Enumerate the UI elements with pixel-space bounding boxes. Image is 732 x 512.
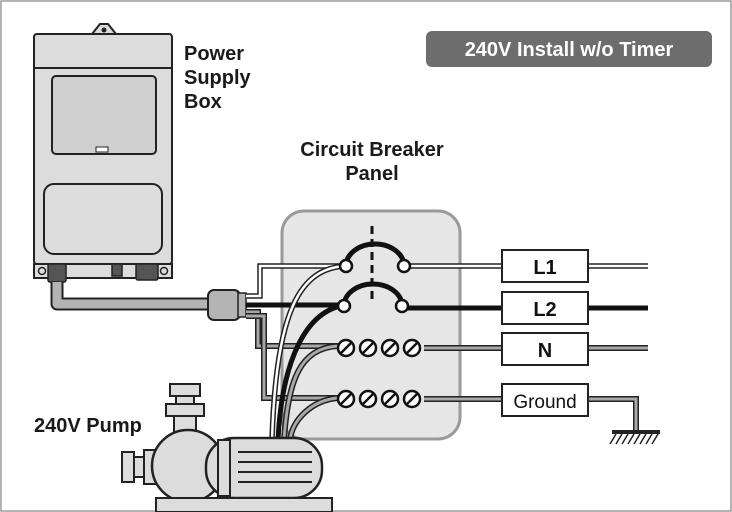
neutral-terminal-block xyxy=(336,338,422,358)
terminal-l1-label: L1 xyxy=(533,257,556,279)
supply-cable xyxy=(50,282,212,311)
badge-background xyxy=(426,31,712,67)
terminal-ground: Ground xyxy=(501,383,589,417)
breaker-l1 xyxy=(338,241,412,274)
pump-wires xyxy=(269,263,347,441)
breaker-panel-label-line-1: Circuit Breaker xyxy=(300,139,444,161)
supply-box-display-window xyxy=(51,75,157,155)
cable-splitter-nose xyxy=(237,292,247,318)
terminal-l2: L2 xyxy=(501,291,589,325)
cable-gland-left xyxy=(47,263,67,283)
ground-terminal-block xyxy=(336,389,422,409)
supply-wires xyxy=(246,263,346,401)
power-supply-label-line-2: Supply xyxy=(184,67,252,89)
base-screw-right xyxy=(159,266,169,276)
cable-gland-right xyxy=(135,263,159,281)
terminal-n: N xyxy=(501,332,589,366)
cable-gland-middle xyxy=(111,263,123,277)
terminal-n-label: N xyxy=(538,340,552,362)
power-supply-box xyxy=(33,23,173,283)
pump-label: 240V Pump xyxy=(34,415,142,437)
terminal-l2-label: L2 xyxy=(533,299,556,321)
supply-box-lower-cover xyxy=(43,183,163,255)
pump-icon xyxy=(121,383,333,512)
terminal-l1: L1 xyxy=(501,249,589,283)
power-supply-label-line-1: Power xyxy=(184,43,244,65)
earth-ground-icon xyxy=(609,430,660,445)
supply-box-indicator xyxy=(95,146,109,153)
mounting-hole xyxy=(101,27,107,33)
cable-splitter xyxy=(207,289,241,321)
badge-text: 240V Install w/o Timer xyxy=(465,39,674,61)
power-supply-label-line-3: Box xyxy=(184,91,222,113)
base-screw-left xyxy=(37,266,47,276)
install-type-badge: 240V Install w/o Timer xyxy=(426,31,712,67)
breaker-panel-label-line-2: Panel xyxy=(345,163,398,185)
terminal-ground-label: Ground xyxy=(513,392,576,413)
